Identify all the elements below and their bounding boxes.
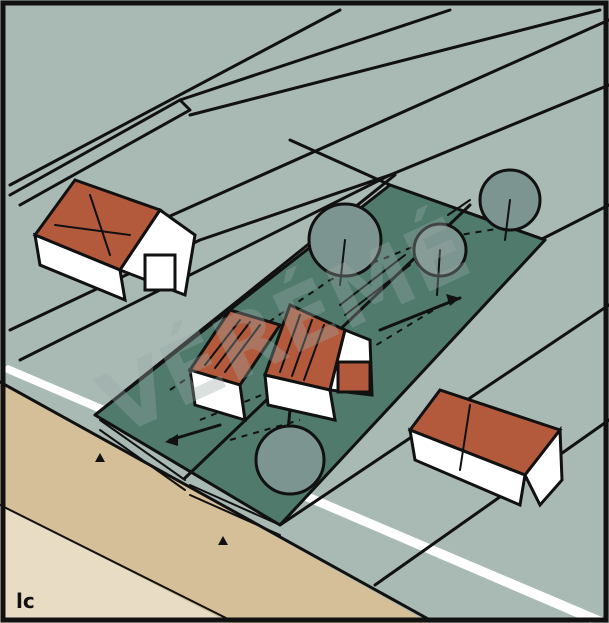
- artist-signature: lc: [16, 589, 35, 613]
